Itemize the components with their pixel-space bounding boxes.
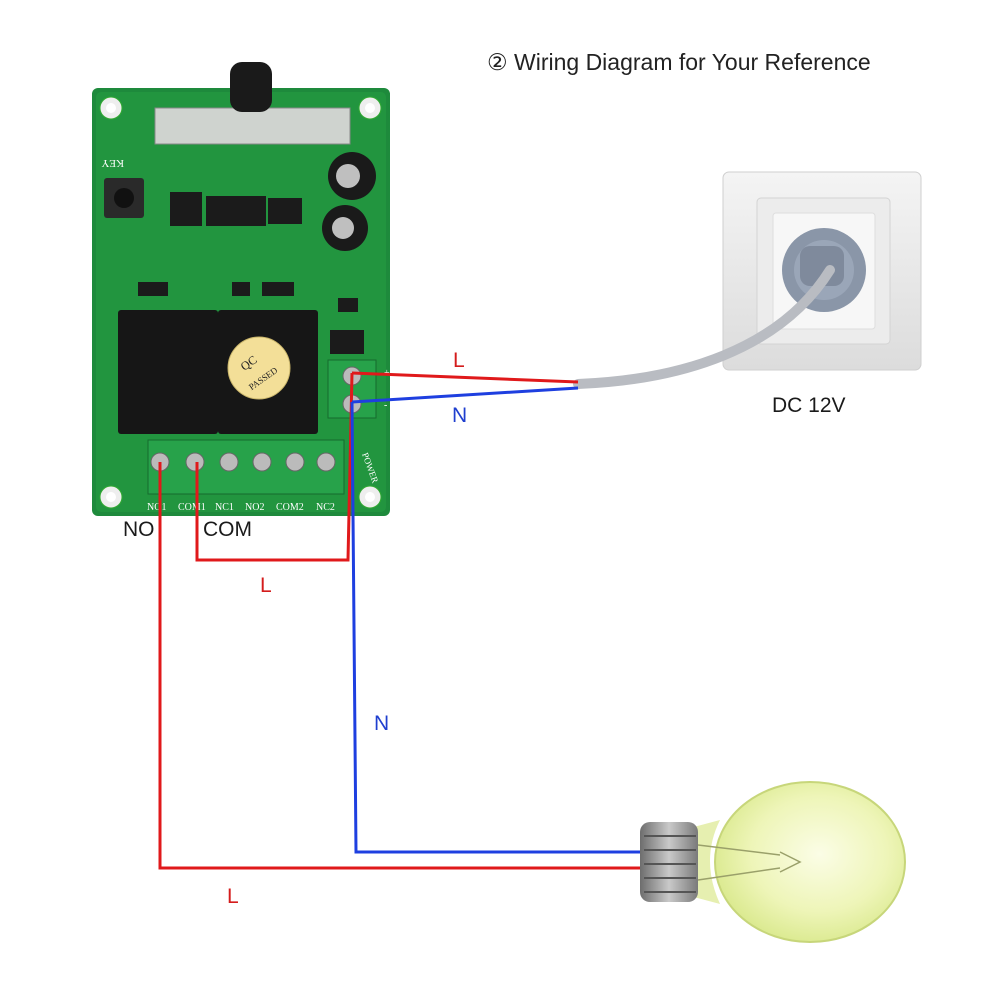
live-label-mid: L	[260, 574, 272, 597]
live-label-bottom: L	[227, 885, 239, 908]
neutral-wires	[350, 386, 640, 854]
neutral-label-top: N	[452, 404, 468, 427]
neutral-label-mid: N	[374, 712, 390, 735]
terminal-label: NC1	[215, 502, 234, 513]
key-label: KEY	[101, 157, 124, 169]
minus-label: -	[384, 400, 387, 411]
relay-board	[92, 62, 390, 516]
dc-voltage-label: DC 12V	[772, 394, 846, 417]
terminal-label: COM2	[276, 502, 304, 513]
terminal-label: NO1	[147, 502, 166, 513]
no-terminal-label: NO	[123, 518, 155, 541]
diagram-title: ② Wiring Diagram for Your Reference	[487, 49, 871, 75]
terminal-label: NO2	[245, 502, 264, 513]
com-terminal-label: COM	[203, 518, 252, 541]
terminal-label: NC2	[316, 502, 335, 513]
light-bulb	[640, 781, 906, 943]
live-wires	[158, 371, 640, 870]
terminal-label: COM1	[178, 502, 206, 513]
power-cable	[573, 265, 835, 389]
live-label-top: L	[453, 349, 465, 372]
